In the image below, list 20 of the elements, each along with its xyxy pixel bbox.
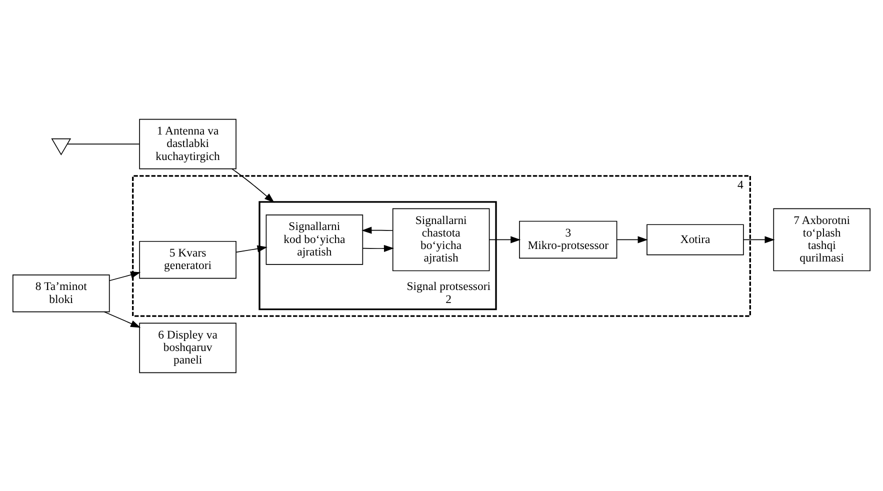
arrow bbox=[616, 236, 648, 243]
node-box: 3 Mikro-protsessor bbox=[519, 220, 618, 258]
connector bbox=[66, 143, 140, 144]
node-box: 7 Axborotni to‘plash tashqi qurilmasi bbox=[773, 208, 870, 271]
arrow bbox=[104, 310, 141, 328]
arrow bbox=[362, 226, 394, 234]
node-box: 6 Displey va boshqaruv paneli bbox=[139, 322, 236, 373]
node-box: Signallarni chastota bo‘yicha ajratish bbox=[392, 208, 490, 271]
arrow bbox=[109, 270, 141, 281]
node-box: 8 Ta’minot bloki bbox=[12, 274, 110, 312]
node-box: Xotira bbox=[646, 224, 744, 255]
node-picture bbox=[51, 138, 72, 155]
arrow bbox=[743, 236, 775, 243]
node-box: Signallarni kod bo‘yicha ajratish bbox=[266, 214, 364, 264]
node-box: 1 Antenna va dastlabki kuchaytirgich bbox=[139, 118, 236, 169]
arrow bbox=[236, 244, 268, 252]
node-box: 5 Kvars generatori bbox=[139, 240, 236, 278]
arrow bbox=[488, 236, 521, 243]
arrow bbox=[362, 244, 394, 252]
arrow bbox=[232, 168, 274, 202]
